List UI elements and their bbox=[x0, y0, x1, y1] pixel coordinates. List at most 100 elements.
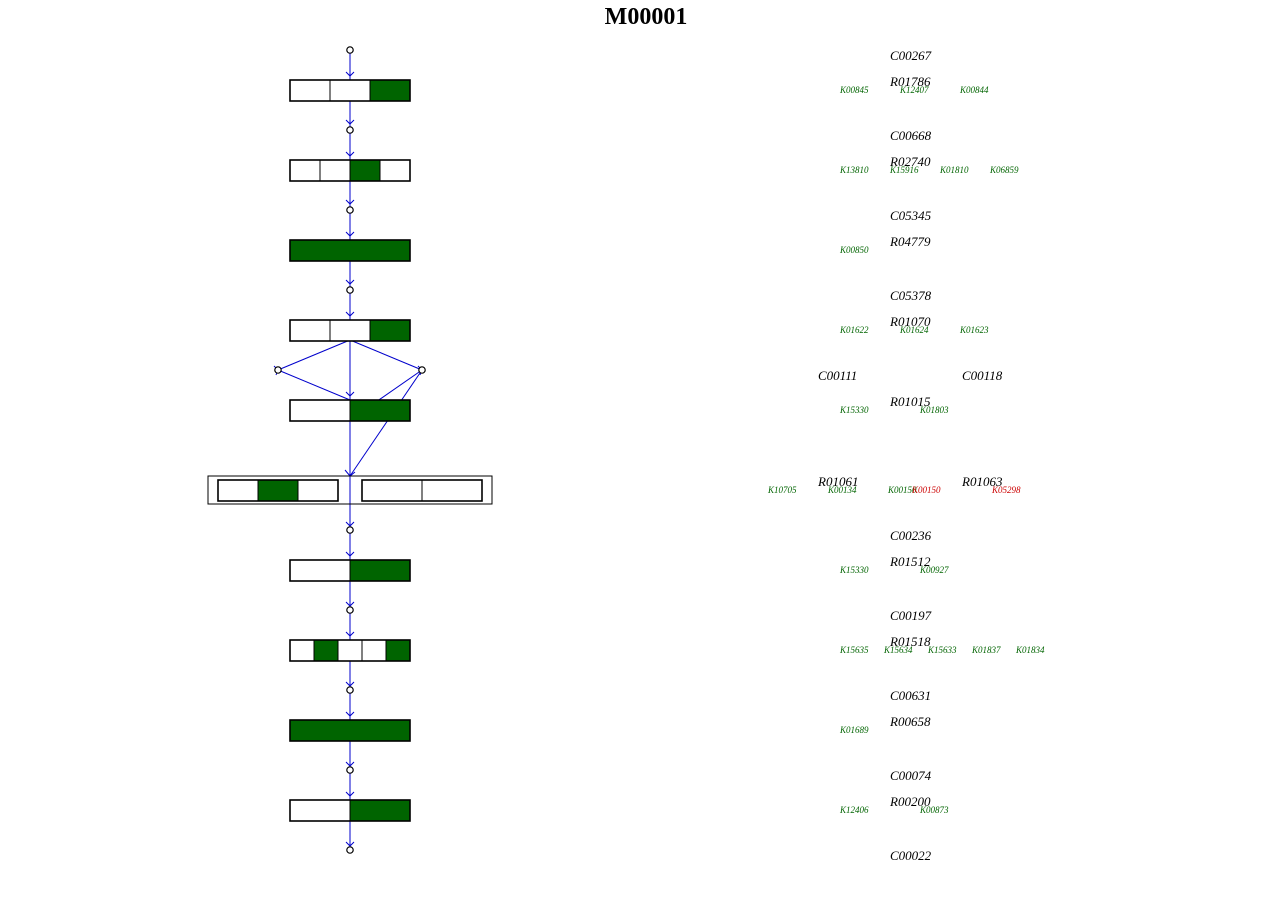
compound-node[interactable] bbox=[346, 206, 354, 214]
compound-node[interactable] bbox=[346, 126, 354, 134]
compound-label[interactable]: C00118 bbox=[962, 368, 1003, 383]
ko-segment-present[interactable] bbox=[349, 799, 411, 822]
ko-label[interactable]: K15330 bbox=[839, 405, 869, 415]
reaction-label[interactable]: R04779 bbox=[889, 234, 931, 249]
ko-segment-absent[interactable] bbox=[361, 639, 387, 662]
ko-segment-present[interactable] bbox=[369, 319, 411, 342]
reaction-label[interactable]: R01061 bbox=[817, 474, 858, 489]
ko-segment-absent[interactable] bbox=[361, 479, 423, 502]
ko-segment-present[interactable] bbox=[349, 559, 411, 582]
ko-label[interactable]: K01689 bbox=[839, 725, 869, 735]
ko-segment-absent[interactable] bbox=[289, 799, 351, 822]
ko-segment-absent[interactable] bbox=[337, 639, 363, 662]
compound-node[interactable] bbox=[346, 286, 354, 294]
ko-label[interactable]: K00927 bbox=[919, 565, 949, 575]
ko-segment-present[interactable] bbox=[349, 399, 411, 422]
ko-segment-absent[interactable] bbox=[421, 479, 483, 502]
reaction-box[interactable] bbox=[289, 719, 411, 742]
reaction-label[interactable]: R01512 bbox=[889, 554, 931, 569]
ko-segment-absent[interactable] bbox=[379, 159, 411, 182]
ko-segment-absent[interactable] bbox=[289, 319, 331, 342]
ko-label[interactable]: K01837 bbox=[971, 645, 1001, 655]
ko-segment-present[interactable] bbox=[313, 639, 339, 662]
ko-label[interactable]: K01623 bbox=[959, 325, 989, 335]
ko-label[interactable]: K00134 bbox=[827, 485, 857, 495]
ko-segment-absent[interactable] bbox=[289, 559, 351, 582]
ko-label[interactable]: K00850 bbox=[839, 245, 869, 255]
ko-label[interactable]: K12406 bbox=[839, 805, 869, 815]
reaction-label[interactable]: R01786 bbox=[889, 74, 931, 89]
ko-segment-present[interactable] bbox=[289, 719, 411, 742]
compound-node[interactable] bbox=[346, 526, 354, 534]
reaction-box-right[interactable] bbox=[361, 479, 483, 502]
ko-segment-absent[interactable] bbox=[217, 479, 259, 502]
reaction-box[interactable] bbox=[289, 79, 411, 102]
compound-label[interactable]: C00197 bbox=[890, 608, 932, 623]
reaction-box[interactable] bbox=[289, 319, 411, 342]
ko-segment-absent[interactable] bbox=[289, 159, 321, 182]
reaction-box[interactable] bbox=[289, 799, 411, 822]
ko-segment-present[interactable] bbox=[349, 159, 381, 182]
ko-label[interactable]: K12407 bbox=[899, 85, 929, 95]
ko-label[interactable]: K00150 bbox=[887, 485, 917, 495]
ko-segment-absent[interactable] bbox=[329, 79, 371, 102]
ko-label[interactable]: K01834 bbox=[1015, 645, 1045, 655]
compound-node[interactable] bbox=[418, 366, 426, 374]
compound-label[interactable]: C05345 bbox=[890, 208, 932, 223]
reaction-label[interactable]: R02740 bbox=[889, 154, 931, 169]
compound-label[interactable]: C00631 bbox=[890, 688, 931, 703]
ko-segment-absent[interactable] bbox=[319, 159, 351, 182]
ko-segment-absent[interactable] bbox=[329, 319, 371, 342]
ko-segment-present[interactable] bbox=[257, 479, 299, 502]
ko-segment-absent[interactable] bbox=[289, 399, 351, 422]
reaction-box[interactable] bbox=[289, 399, 411, 422]
compound-label[interactable]: C00111 bbox=[818, 368, 857, 383]
ko-label[interactable]: K15633 bbox=[927, 645, 957, 655]
compound-node[interactable] bbox=[346, 766, 354, 774]
ko-label[interactable]: K00845 bbox=[839, 85, 869, 95]
ko-label[interactable]: K01622 bbox=[839, 325, 869, 335]
reaction-box[interactable] bbox=[289, 559, 411, 582]
ko-label[interactable]: K15916 bbox=[889, 165, 919, 175]
reaction-box[interactable] bbox=[289, 159, 411, 182]
ko-label[interactable]: K00844 bbox=[959, 85, 989, 95]
ko-segment-present[interactable] bbox=[385, 639, 411, 662]
compound-node[interactable] bbox=[274, 366, 282, 374]
compound-label[interactable]: C05378 bbox=[890, 288, 932, 303]
compound-node[interactable] bbox=[346, 846, 354, 854]
compound-label[interactable]: C00022 bbox=[890, 848, 932, 863]
reaction-label[interactable]: R01063 bbox=[961, 474, 1003, 489]
reaction-box-left[interactable] bbox=[217, 479, 339, 502]
ko-label[interactable]: K01810 bbox=[939, 165, 969, 175]
compound-node[interactable] bbox=[346, 606, 354, 614]
ko-segment-present[interactable] bbox=[369, 79, 411, 102]
ko-label[interactable]: K15635 bbox=[839, 645, 869, 655]
ko-label[interactable]: K10705 bbox=[767, 485, 797, 495]
reaction-label[interactable]: R01518 bbox=[889, 634, 931, 649]
reaction-label[interactable]: R00200 bbox=[889, 794, 931, 809]
reaction-box[interactable] bbox=[289, 639, 411, 662]
ko-label[interactable]: K15634 bbox=[883, 645, 913, 655]
ko-label[interactable]: K06859 bbox=[989, 165, 1019, 175]
ko-segment-absent[interactable] bbox=[297, 479, 339, 502]
reaction-label[interactable]: R01015 bbox=[889, 394, 931, 409]
ko-label[interactable]: K00873 bbox=[919, 805, 949, 815]
ko-label[interactable]: K15330 bbox=[839, 565, 869, 575]
ko-segment-present[interactable] bbox=[289, 239, 411, 262]
ko-label[interactable]: K00150 bbox=[911, 485, 941, 495]
compound-label[interactable]: C00267 bbox=[890, 48, 932, 63]
ko-label[interactable]: K05298 bbox=[991, 485, 1021, 495]
reaction-box[interactable] bbox=[289, 239, 411, 262]
ko-label[interactable]: K13810 bbox=[839, 165, 869, 175]
ko-label[interactable]: K01803 bbox=[919, 405, 949, 415]
compound-label[interactable]: C00668 bbox=[890, 128, 932, 143]
compound-label[interactable]: C00074 bbox=[890, 768, 932, 783]
compound-label[interactable]: C00236 bbox=[890, 528, 932, 543]
reaction-label[interactable]: R01070 bbox=[889, 314, 931, 329]
reaction-label[interactable]: R00658 bbox=[889, 714, 931, 729]
ko-segment-absent[interactable] bbox=[289, 79, 331, 102]
compound-node[interactable] bbox=[346, 686, 354, 694]
compound-node[interactable] bbox=[346, 46, 354, 54]
ko-segment-absent[interactable] bbox=[289, 639, 315, 662]
ko-label[interactable]: K01624 bbox=[899, 325, 929, 335]
